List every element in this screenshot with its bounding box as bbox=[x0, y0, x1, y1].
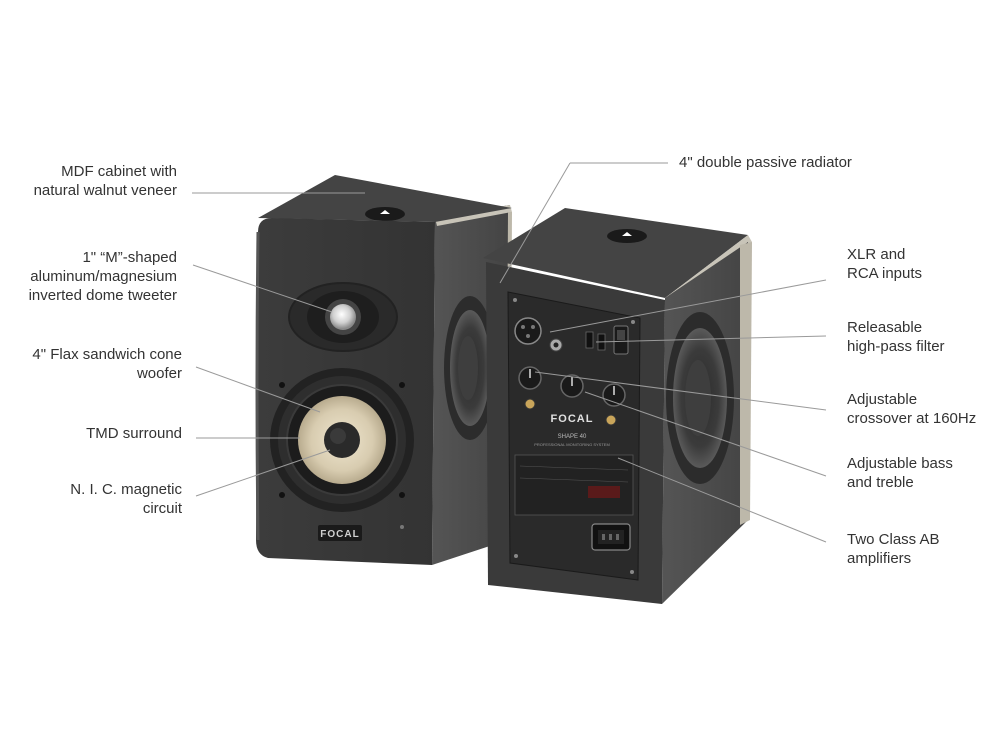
callout-surround: TMD surround bbox=[86, 424, 182, 443]
xlr-input bbox=[514, 317, 542, 345]
leader-radiator-d bbox=[499, 162, 571, 284]
plate-screw bbox=[514, 554, 518, 558]
leader-magnet bbox=[195, 449, 331, 497]
callout-eq-line1: Adjustable bass bbox=[847, 455, 953, 472]
front-badge-plate bbox=[318, 525, 362, 541]
iec-pin bbox=[609, 534, 612, 540]
leader-crossover bbox=[534, 371, 827, 411]
callout-crossover: Adjustable crossover at 160Hz bbox=[847, 390, 976, 428]
callout-woofer: 4" Flax sandwich cone woofer bbox=[32, 345, 182, 383]
woofer-screw bbox=[279, 382, 285, 388]
leader-tweeter bbox=[192, 264, 333, 313]
woofer-screw bbox=[399, 382, 405, 388]
top-logo-icon bbox=[380, 210, 390, 214]
callout-inputs-line2: RCA inputs bbox=[847, 265, 923, 282]
callout-radiator: 4" double passive radiator bbox=[679, 153, 852, 172]
rca-input-center bbox=[553, 342, 559, 348]
callout-tweeter-line1: 1" “M”-shaped bbox=[82, 249, 177, 266]
callout-tweeter-line2: aluminum/magnesium bbox=[30, 268, 177, 285]
plate-screw bbox=[630, 570, 634, 574]
iec-pin bbox=[602, 534, 605, 540]
callout-highpass-line1: Releasable bbox=[847, 319, 923, 336]
rear-top-logo-icon bbox=[622, 232, 632, 236]
xlr-pin bbox=[521, 325, 525, 329]
cabinet-edge-highlight bbox=[255, 231, 260, 541]
front-speaker: FOCAL bbox=[255, 175, 512, 565]
woofer-screw bbox=[399, 492, 405, 498]
xlr-pin bbox=[526, 334, 530, 338]
callout-crossover-line1: Adjustable bbox=[847, 391, 918, 408]
callout-magnet-line1: N. I. C. magnetic bbox=[70, 481, 182, 498]
woofer-screw bbox=[279, 492, 285, 498]
callout-cabinet: MDF cabinet with natural walnut veneer bbox=[34, 162, 177, 200]
callout-highpass: Releasable high-pass filter bbox=[847, 318, 945, 356]
callout-radiator-line1: 4" double passive radiator bbox=[679, 154, 852, 171]
callout-woofer-line1: 4" Flax sandwich cone bbox=[32, 346, 182, 363]
leader-woofer bbox=[195, 366, 321, 413]
iec-pin bbox=[616, 534, 619, 540]
callout-amps-line1: Two Class AB bbox=[847, 531, 940, 548]
front-speaker-top bbox=[258, 175, 512, 222]
callout-cabinet-line1: MDF cabinet with bbox=[61, 163, 177, 180]
callout-tweeter: 1" “M”-shaped aluminum/magnesium inverte… bbox=[29, 248, 177, 305]
rear-subtitle: PROFESSIONAL MONITORING SYSTEM bbox=[534, 442, 610, 447]
info-line bbox=[519, 465, 629, 471]
callout-woofer-line2: woofer bbox=[136, 365, 182, 382]
rear-speaker-top bbox=[483, 208, 748, 298]
callout-magnet-line2: circuit bbox=[142, 500, 182, 517]
callout-magnet: N. I. C. magnetic circuit bbox=[70, 480, 182, 518]
plate-screw bbox=[631, 320, 635, 324]
callout-cabinet-line2: natural walnut veneer bbox=[33, 182, 177, 199]
brass-socket bbox=[605, 414, 617, 426]
callout-inputs: XLR and RCA inputs bbox=[847, 245, 922, 283]
xlr-pin bbox=[531, 325, 535, 329]
power-switch-rocker bbox=[617, 330, 625, 340]
side-radiator-center bbox=[458, 336, 478, 400]
tweeter-dome bbox=[330, 304, 356, 330]
leader-lines bbox=[192, 162, 827, 543]
callout-tweeter-line3: inverted dome tweeter bbox=[28, 287, 177, 304]
leader-eq bbox=[584, 391, 827, 477]
callout-eq: Adjustable bass and treble bbox=[847, 454, 953, 492]
callout-surround-line1: TMD surround bbox=[86, 425, 182, 442]
leader-inputs bbox=[549, 279, 827, 333]
rear-speaker: FOCAL SHAPE 40 PROFESSIONAL MONITORING S… bbox=[483, 208, 752, 604]
callout-inputs-line1: XLR and bbox=[847, 246, 906, 263]
leader-amps bbox=[617, 457, 827, 543]
rear-walnut-side bbox=[740, 242, 752, 525]
rear-radiator-center bbox=[685, 360, 711, 436]
fuse-label bbox=[588, 486, 620, 498]
leader-highpass bbox=[595, 335, 827, 343]
callout-eq-line2: and treble bbox=[847, 474, 914, 491]
power-led bbox=[400, 525, 404, 529]
high-pass-switch bbox=[585, 331, 594, 349]
front-badge-text: FOCAL bbox=[320, 529, 359, 540]
callout-crossover-line2: crossover at 160Hz bbox=[847, 410, 977, 427]
rear-logo: FOCAL bbox=[551, 413, 594, 425]
info-line bbox=[519, 477, 629, 483]
dust-cap-highlight bbox=[330, 428, 346, 444]
rear-model: SHAPE 40 bbox=[558, 434, 587, 440]
callout-amps-line2: amplifiers bbox=[847, 550, 912, 567]
callout-highpass-line2: high-pass filter bbox=[847, 338, 945, 355]
info-plate bbox=[514, 454, 634, 516]
plate-screw bbox=[513, 298, 517, 302]
callout-amps: Two Class AB amplifiers bbox=[847, 530, 940, 568]
brass-socket bbox=[524, 398, 536, 410]
